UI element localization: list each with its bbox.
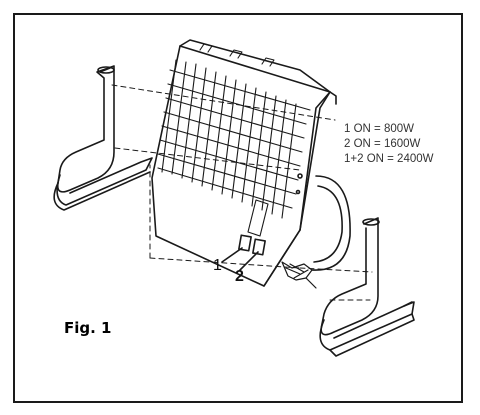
heater-housing	[151, 45, 337, 287]
switches	[221, 234, 266, 271]
side-fan-housing	[295, 173, 351, 271]
cord-bundle	[281, 261, 317, 289]
figure-label: Fig. 1	[64, 319, 112, 337]
diagram-frame	[13, 13, 463, 403]
power-settings-list: 1 ON = 800W 2 ON = 1600W 1+2 ON = 2400W	[344, 122, 434, 167]
power-setting-2: 2 ON = 1600W	[344, 138, 421, 150]
power-setting-3: 1+2 ON = 2400W	[344, 153, 434, 165]
assembly-guide-lines	[111, 84, 373, 301]
front-grille	[157, 39, 331, 237]
power-setting-1: 1 ON = 800W	[344, 123, 414, 135]
switch-2-label: 2	[235, 268, 244, 285]
right-foot-tube	[319, 217, 415, 357]
switch-1-label: 1	[213, 257, 222, 274]
left-foot-tube	[53, 65, 153, 211]
